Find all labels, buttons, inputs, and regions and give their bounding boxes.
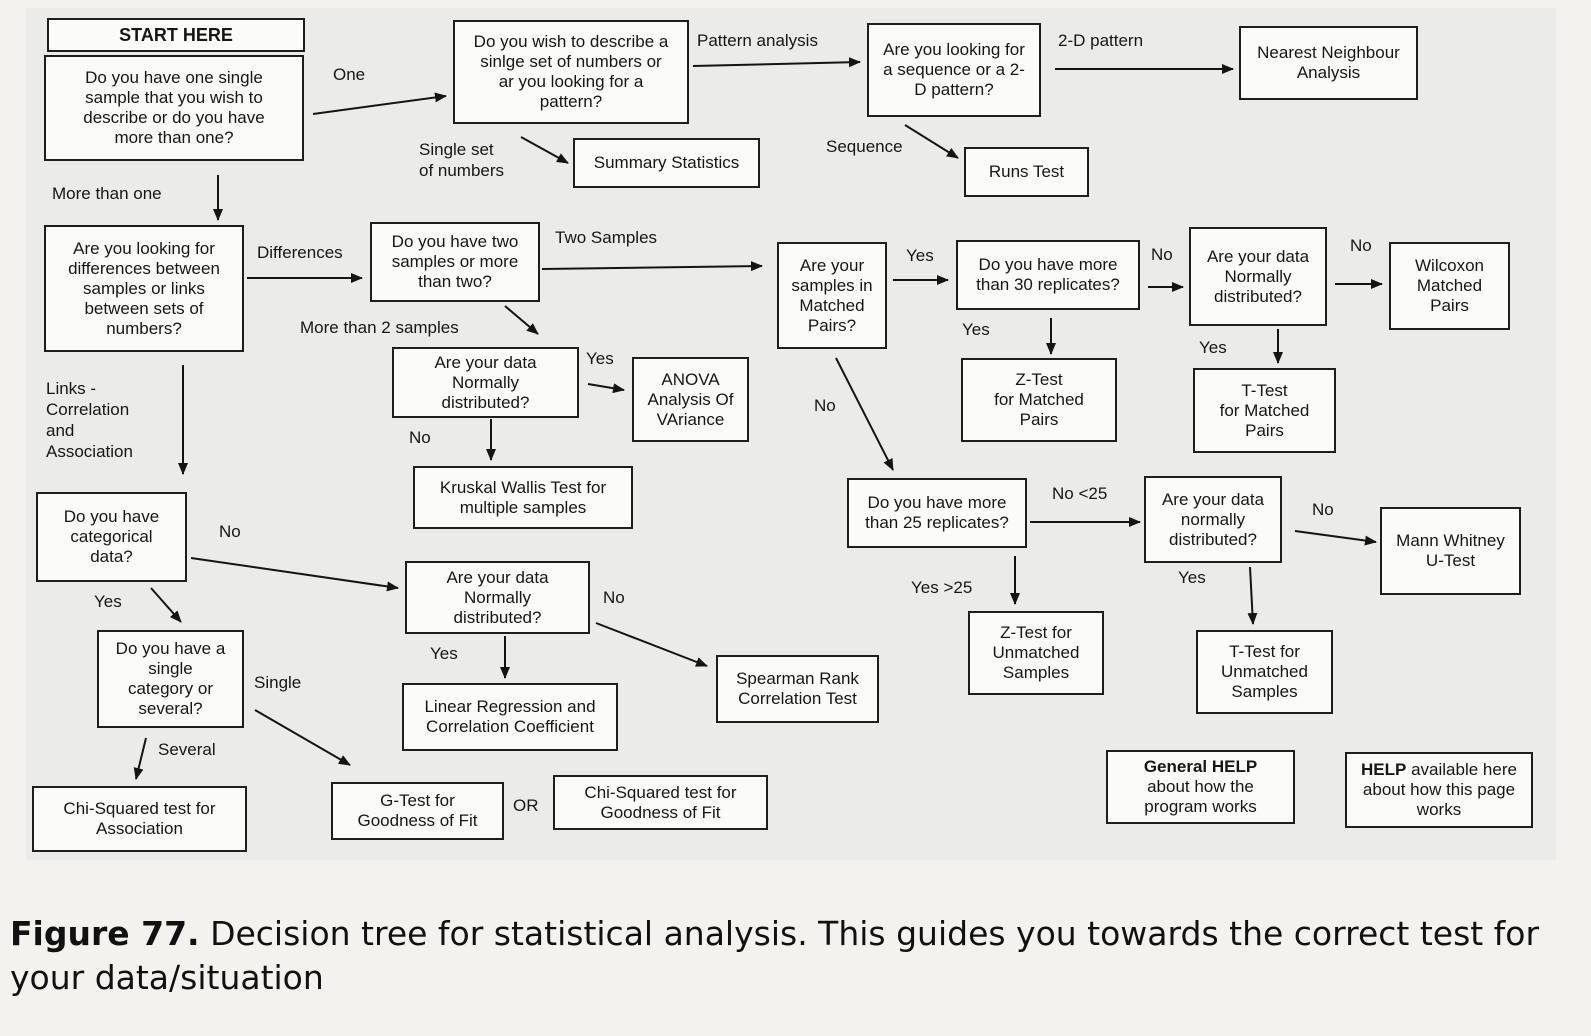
label-no-normal-matched: No bbox=[1350, 236, 1372, 255]
label-single-set: Single set of numbers bbox=[419, 140, 505, 180]
label-yes-categorical: Yes bbox=[94, 592, 122, 611]
label-no-kruskal: No bbox=[409, 428, 431, 447]
label-or: OR bbox=[513, 796, 539, 815]
label-no-matched: No bbox=[814, 396, 836, 415]
figure-caption: Figure 77. Decision tree for statistical… bbox=[10, 912, 1570, 1000]
kruskal-wallis-test-box: Kruskal Wallis Test for multiple samples bbox=[413, 466, 633, 529]
anova-box: ANOVA Analysis Of VAriance bbox=[632, 357, 749, 442]
label-one: One bbox=[333, 65, 366, 84]
label-yes-normal-matched: Yes bbox=[1199, 338, 1227, 357]
label-more-than-2-samples: More than 2 samples bbox=[300, 318, 459, 337]
label-no-categorical: No bbox=[219, 522, 241, 541]
two-samples-question-box: Do you have two samples or more than two… bbox=[370, 222, 540, 302]
general-help-text: about how the program works bbox=[1144, 777, 1257, 816]
general-help-title: General HELP bbox=[1143, 757, 1258, 776]
label-pattern-analysis: Pattern analysis bbox=[697, 31, 818, 50]
label-sequence: Sequence bbox=[826, 137, 903, 156]
label-more-than-one: More than one bbox=[52, 184, 162, 203]
normal-distribution-anova-question-box: Are your data Normally distributed? bbox=[392, 347, 579, 418]
label-yes-matched: Yes bbox=[906, 246, 934, 265]
chi-squared-association-box: Chi-Squared test for Association bbox=[32, 786, 247, 852]
more-than-30-replicates-question-box: Do you have more than 30 replicates? bbox=[956, 240, 1140, 310]
label-yes-gt25: Yes >25 bbox=[911, 578, 973, 597]
chi-squared-goodness-of-fit-box: Chi-Squared test for Goodness of Fit bbox=[553, 775, 768, 830]
summary-statistics-box: Summary Statistics bbox=[573, 138, 760, 188]
general-help-box[interactable]: General HELP about how the program works bbox=[1106, 750, 1295, 824]
label-yes-linear: Yes bbox=[430, 644, 458, 663]
describe-or-pattern-question-box: Do you wish to describe a sinlge set of … bbox=[453, 20, 689, 124]
page-help-box[interactable]: HELP available here about how this page … bbox=[1345, 752, 1533, 828]
label-no-spearman: No bbox=[603, 588, 625, 607]
label-2d-pattern: 2-D pattern bbox=[1058, 31, 1144, 50]
normal-distribution-unmatched-question-box: Are your data normally distributed? bbox=[1144, 476, 1282, 563]
sequence-or-2d-question-box: Are you looking for a sequence or a 2- D… bbox=[867, 23, 1041, 117]
z-test-unmatched-samples-box: Z-Test for Unmatched Samples bbox=[968, 611, 1104, 695]
g-test-goodness-of-fit-box: G-Test for Goodness of Fit bbox=[331, 782, 504, 840]
label-several: Several bbox=[158, 740, 216, 759]
single-or-several-category-question-box: Do you have a single category or several… bbox=[97, 630, 244, 728]
one-sample-question-box: Do you have one single sample that you w… bbox=[44, 55, 304, 161]
categorical-data-question-box: Do you have categorical data? bbox=[36, 492, 187, 582]
mann-whitney-u-test-box: Mann Whitney U-Test bbox=[1380, 507, 1521, 595]
differences-or-links-question-box: Are you looking for differences between … bbox=[44, 225, 244, 352]
label-no-30: No bbox=[1151, 245, 1173, 264]
label-no-lt25: No <25 bbox=[1052, 484, 1108, 503]
figure-caption-text: Decision tree for statistical analysis. … bbox=[10, 914, 1540, 997]
page-help-title: HELP bbox=[1361, 760, 1407, 779]
t-test-matched-pairs-box: T-Test for Matched Pairs bbox=[1193, 368, 1336, 453]
label-yes-anova: Yes bbox=[586, 349, 614, 368]
label-yes-t-unmatched: Yes bbox=[1178, 568, 1206, 587]
z-test-matched-pairs-box: Z-Test for Matched Pairs bbox=[961, 358, 1117, 442]
t-test-unmatched-samples-box: T-Test for Unmatched Samples bbox=[1196, 630, 1333, 714]
start-here-box: START HERE bbox=[47, 18, 305, 52]
more-than-25-replicates-question-box: Do you have more than 25 replicates? bbox=[847, 478, 1027, 548]
nearest-neighbour-analysis-box: Nearest Neighbour Analysis bbox=[1239, 26, 1418, 100]
label-links-correlation-association: Links - Correlation and Association bbox=[46, 379, 133, 461]
page-help-text: available here about how this page works bbox=[1362, 760, 1517, 819]
normal-distribution-matched-question-box: Are your data Normally distributed? bbox=[1189, 227, 1327, 326]
matched-pairs-question-box: Are your samples in Matched Pairs? bbox=[777, 242, 887, 349]
label-no-mann-whitney: No bbox=[1312, 500, 1334, 519]
label-differences: Differences bbox=[257, 243, 343, 262]
label-yes-30: Yes bbox=[962, 320, 990, 339]
wilcoxon-matched-pairs-box: Wilcoxon Matched Pairs bbox=[1389, 242, 1510, 330]
runs-test-box: Runs Test bbox=[964, 147, 1089, 197]
label-two-samples: Two Samples bbox=[555, 228, 658, 247]
linear-regression-box: Linear Regression and Correlation Coeffi… bbox=[402, 683, 618, 751]
normal-distribution-links-question-box: Are your data Normally distributed? bbox=[405, 561, 590, 634]
label-single: Single bbox=[254, 673, 302, 692]
spearman-rank-correlation-box: Spearman Rank Correlation Test bbox=[716, 655, 879, 723]
figure-number: Figure 77. bbox=[10, 914, 200, 953]
